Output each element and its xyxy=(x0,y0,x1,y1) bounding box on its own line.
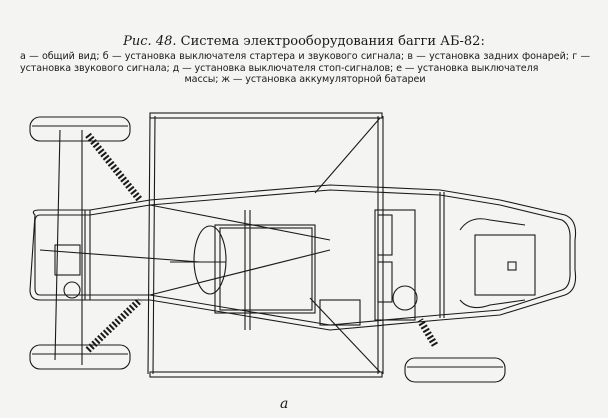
legend-line-3: массы; ж — установка аккумуляторной бата… xyxy=(184,74,426,85)
main-frame xyxy=(29,129,577,365)
rear-light xyxy=(63,281,81,299)
figure-caption-title: Рис. 48. Система электрооборудования баг… xyxy=(0,34,608,49)
figure-legend: а — общий вид; б — установка выключателя… xyxy=(20,51,590,86)
rear-plate xyxy=(54,244,81,276)
figure-number: Рис. 48. xyxy=(123,34,177,49)
wheel-rear-right xyxy=(29,344,131,370)
wheel-front-right xyxy=(404,357,506,383)
seat xyxy=(214,224,316,314)
roll-cage xyxy=(147,112,384,378)
figure-title: Система электрооборудования багги АБ-82: xyxy=(180,34,485,49)
rear-springs xyxy=(85,132,439,353)
wheel-rear-left xyxy=(29,116,131,142)
battery xyxy=(319,299,361,326)
legend-line-1: а — общий вид; б — установка выключателя… xyxy=(20,51,569,62)
legend-line-2: г — установка звукового сигнала; д — уст… xyxy=(20,51,590,74)
steering-wheel xyxy=(193,225,227,295)
subfigure-label: а xyxy=(280,396,289,412)
engine xyxy=(374,209,536,321)
